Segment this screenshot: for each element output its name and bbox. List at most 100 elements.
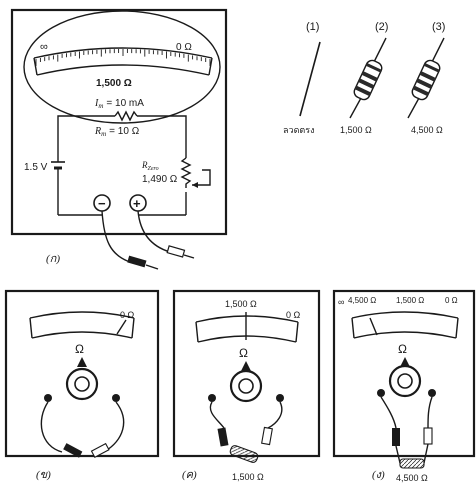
panel-a-frame bbox=[10, 8, 228, 236]
panel-d-needle bbox=[369, 317, 378, 336]
panel-d-jack-left[interactable] bbox=[377, 389, 385, 397]
panel-c-resistor-label: 1,500 Ω bbox=[232, 472, 264, 482]
panel-b-ohm: Ω bbox=[75, 342, 84, 356]
panel-d-resistor-lead-left bbox=[395, 445, 401, 464]
neg-probe-tip bbox=[145, 264, 159, 270]
panel-d-frame bbox=[332, 289, 476, 458]
resistor-2-lead-top bbox=[373, 37, 387, 63]
panel-d-4500-label: 4,500 Ω bbox=[348, 296, 376, 305]
coil-resistor bbox=[114, 110, 138, 122]
panel-d-zero-label: 0 Ω bbox=[445, 296, 458, 305]
pos-probe bbox=[166, 245, 186, 258]
panel-d-resistor-label: 4,500 Ω bbox=[396, 473, 428, 483]
panel-b-knob-center bbox=[74, 376, 90, 392]
panel-c-arc-top bbox=[195, 315, 299, 323]
neg-terminal-symbol: − bbox=[98, 196, 106, 211]
rzero-label: RZero bbox=[141, 160, 159, 172]
panel-c-knob-center bbox=[238, 378, 254, 394]
panel-d-mid-label: 1,500 Ω bbox=[396, 296, 424, 305]
resistor-3 bbox=[411, 59, 441, 101]
panel-b: 0 Ω Ω (ข) bbox=[4, 289, 160, 481]
resistor-2 bbox=[353, 59, 383, 101]
panel-d-tag: (ง) bbox=[372, 469, 385, 481]
im-label: Im= 10 mA bbox=[94, 98, 144, 110]
panel-b-zero-label: 0 Ω bbox=[120, 310, 135, 320]
panel-d-lead-left bbox=[380, 396, 397, 429]
rzero-value: 1,490 Ω bbox=[142, 174, 178, 185]
panel-c-zero-label: 0 Ω bbox=[286, 310, 301, 320]
pos-probe-tip bbox=[183, 254, 195, 259]
scale-arc-left bbox=[33, 57, 38, 76]
panel-d-pointer-icon bbox=[400, 357, 410, 367]
battery-label: 1.5 V bbox=[24, 162, 48, 173]
panel-d-arc-right bbox=[455, 317, 459, 339]
meter-ellipse bbox=[23, 10, 221, 124]
panel-b-tag: (ข) bbox=[36, 469, 51, 481]
resistor-3-lead-top bbox=[431, 37, 445, 63]
resistor-2-lead-bottom bbox=[349, 97, 362, 119]
panel-b-arc-left bbox=[29, 317, 33, 339]
resistor-3-lead-bottom bbox=[407, 97, 420, 119]
panel-b-pointer-icon bbox=[77, 357, 87, 367]
panel-b-needle bbox=[116, 319, 127, 335]
panel-d: ∞ 4,500 Ω 1,500 Ω 0 Ω Ω (ง) 4,500 Ω bbox=[332, 289, 476, 483]
component-2-label: 1,500 Ω bbox=[340, 125, 372, 135]
panel-c: 1,500 Ω 0 Ω Ω (ค) 1,500 Ω bbox=[172, 289, 321, 482]
panel-b-probe-white bbox=[90, 442, 110, 459]
panel-a-tag: (ก) bbox=[46, 253, 60, 265]
pos-terminal-symbol: + bbox=[133, 196, 141, 211]
panel-b-arc-right bbox=[131, 317, 135, 339]
component-1-index: (1) bbox=[306, 21, 319, 33]
scale-infinity-label: ∞ bbox=[40, 41, 48, 53]
panel-d-lead-right bbox=[427, 396, 433, 429]
scale-arc-bottom bbox=[36, 64, 210, 76]
rzero-resistor bbox=[180, 157, 192, 188]
rzero-wiper-arrow bbox=[192, 182, 198, 188]
scale-arc-right bbox=[208, 57, 213, 76]
rm-label: Rm= 10 Ω bbox=[94, 126, 140, 138]
neg-lead-wire bbox=[101, 210, 131, 263]
panel-c-resistor bbox=[229, 445, 259, 463]
components: (1) (2) (3) ลวดตรง 1,500 Ω 4,500 Ω bbox=[283, 21, 445, 135]
pos-lead-wire bbox=[137, 210, 171, 253]
wire-right-top bbox=[137, 115, 187, 158]
component-3-index: (3) bbox=[432, 21, 445, 33]
panel-c-jack-left[interactable] bbox=[208, 394, 216, 402]
panel-a: ∞ 0 Ω 1,500 Ω Im= 10 mA Rm= 10 Ω 1.5 V R… bbox=[10, 8, 228, 270]
panel-d-resistor bbox=[399, 458, 425, 469]
panel-d-ohm: Ω bbox=[398, 342, 407, 356]
panel-b-frame bbox=[4, 289, 160, 458]
panel-d-arc-top bbox=[351, 311, 459, 319]
panel-c-probe-black bbox=[217, 427, 229, 447]
panel-d-arc-left bbox=[351, 317, 355, 339]
panel-c-ohm: Ω bbox=[239, 346, 248, 360]
panel-c-lead-left bbox=[209, 401, 225, 429]
panel-c-mid-label: 1,500 Ω bbox=[225, 299, 257, 309]
rzero-wiper-wire bbox=[192, 169, 211, 186]
panel-c-lead-right bbox=[267, 401, 283, 429]
panel-b-jack-right[interactable] bbox=[112, 394, 120, 402]
panel-b-arc-bottom bbox=[31, 331, 133, 339]
component-1-label: ลวดตรง bbox=[283, 125, 315, 135]
panel-b-jack-left[interactable] bbox=[44, 394, 52, 402]
panel-d-knob-center bbox=[397, 373, 413, 389]
panel-b-lead-left bbox=[40, 401, 63, 453]
panel-c-probe-white bbox=[261, 426, 273, 446]
panel-d-arc-bottom bbox=[353, 331, 457, 339]
component-3-label: 4,500 Ω bbox=[411, 125, 443, 135]
straight-wire bbox=[299, 41, 321, 117]
panel-c-arc-bottom bbox=[197, 335, 297, 343]
panel-c-jack-right[interactable] bbox=[276, 394, 284, 402]
panel-d-inf-label: ∞ bbox=[338, 297, 344, 307]
scale-mid-label: 1,500 Ω bbox=[96, 78, 132, 89]
panel-c-arc-right bbox=[295, 321, 299, 343]
panel-d-probe-black bbox=[392, 428, 400, 446]
scale-arc-top bbox=[33, 47, 213, 59]
panel-c-pointer-icon bbox=[241, 361, 251, 371]
panel-d-jack-right[interactable] bbox=[428, 389, 436, 397]
panel-b-probe-black bbox=[63, 443, 83, 458]
wire-left-top bbox=[57, 115, 115, 152]
scale-ticks bbox=[35, 49, 211, 66]
panel-d-resistor-lead-right bbox=[423, 443, 429, 464]
